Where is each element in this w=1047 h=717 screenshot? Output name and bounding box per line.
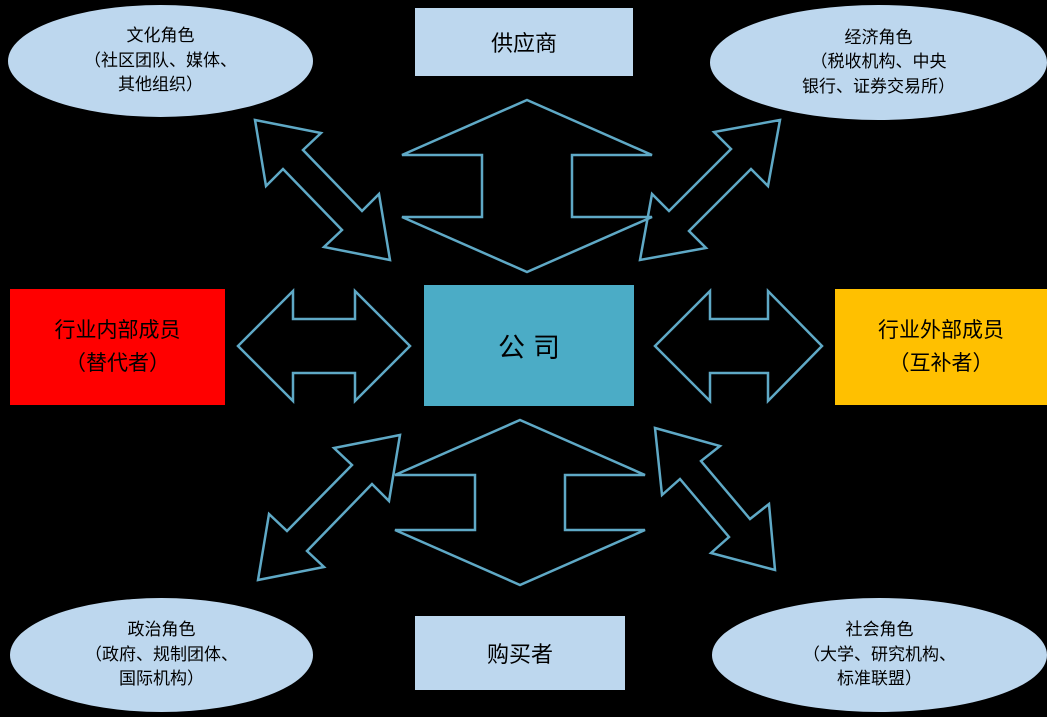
node-label: 政治角色	[127, 620, 196, 640]
node-label: （互补者）	[888, 351, 994, 375]
node-social-role: 社会角色 （大学、研究机构、 标准联盟）	[712, 598, 1047, 712]
node-industry-internal: 行业内部成员 （替代者）	[10, 289, 225, 405]
node-buyer: 购买者	[415, 616, 625, 690]
node-company: 公司	[424, 285, 634, 406]
arrow-company-economic	[638, 118, 782, 262]
node-label: （政府、规制团体、	[85, 644, 238, 664]
node-label: 供应商	[490, 31, 557, 56]
node-label: （税收机构、中央	[810, 52, 947, 72]
node-economic-role: 经济角色 （税收机构、中央 银行、证券交易所）	[710, 5, 1047, 120]
node-label: 行业外部成员	[878, 318, 1004, 343]
node-label: （替代者）	[65, 351, 170, 375]
node-label: 标准联盟）	[837, 669, 922, 689]
arrow-company-supplier	[401, 98, 653, 274]
node-label: 文化角色	[126, 26, 195, 46]
node-label: 公司	[498, 333, 568, 363]
node-supplier: 供应商	[415, 8, 633, 76]
node-label: 其他组织）	[118, 75, 203, 95]
node-political-role: 政治角色 （政府、规制团体、 国际机构）	[10, 598, 313, 712]
arrow-company-buyer	[394, 418, 646, 587]
arrow-company-social	[653, 426, 777, 572]
node-label: 经济角色	[844, 27, 913, 47]
node-label: 社会角色	[845, 620, 914, 640]
node-cultural-role: 文化角色 （社区团队、媒体、 其他组织）	[8, 5, 313, 117]
arrow-company-cultural	[253, 118, 392, 262]
node-label: 国际机构）	[119, 669, 204, 689]
node-label: 行业内部成员	[54, 318, 181, 343]
node-label: 银行、证券交易所）	[802, 76, 955, 96]
arrow-company-political	[256, 433, 402, 582]
arrow-company-industry-internal	[236, 287, 412, 405]
node-label: （大学、研究机构、	[803, 644, 956, 664]
node-industry-external: 行业外部成员 （互补者）	[835, 289, 1047, 405]
arrow-company-industry-external	[653, 287, 824, 405]
node-label: （社区团队、媒体、	[84, 50, 237, 70]
node-label: 购买者	[486, 642, 553, 667]
